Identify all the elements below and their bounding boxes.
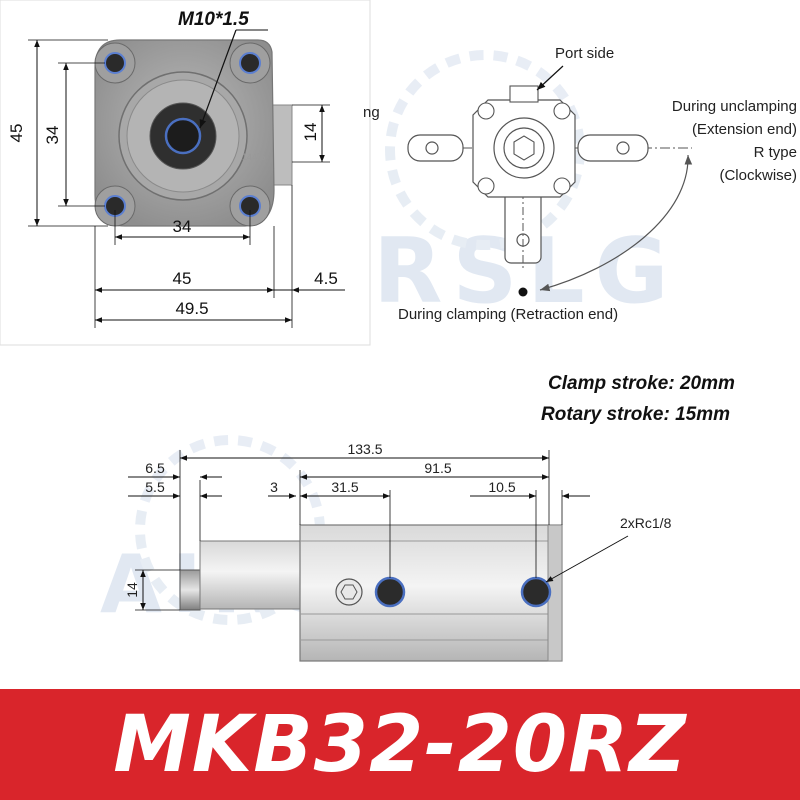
clamp-lug-br <box>553 177 571 195</box>
dim-45-horizontal: 45 <box>173 269 192 288</box>
front-view: 144% M10*1.5 45 34 14 34 45 4.5 49.5 <box>0 0 371 346</box>
dim-49-5: 49.5 <box>175 299 208 318</box>
arm-hole-right <box>616 141 630 155</box>
dim-34-horizontal: 34 <box>173 217 192 236</box>
port-label: 2xRc1/8 <box>620 515 672 531</box>
thread-leader <box>199 29 237 129</box>
clockwise-label: (Clockwise) <box>719 167 797 184</box>
dim-31-5: 31.5 <box>331 479 358 495</box>
bolt-hole-top-left <box>104 52 126 74</box>
port-side-arrow <box>536 65 564 91</box>
model-name: MKB32-20RZ <box>113 699 687 790</box>
dim-10-5: 10.5 <box>488 479 515 495</box>
clamp-hex <box>513 135 535 161</box>
rod-cover <box>199 540 301 610</box>
clamping-point <box>518 287 528 297</box>
dim-45-vertical: 45 <box>7 124 26 143</box>
model-banner <box>0 689 800 800</box>
dim-5-5: 5.5 <box>145 479 165 495</box>
during-unclamping-label: During unclamping <box>672 98 797 115</box>
clamp-port <box>509 85 539 103</box>
rod-tip <box>179 569 201 611</box>
clamp-stroke: Clamp stroke: 20mm <box>548 373 735 394</box>
side-view: 133.5 91.5 6.5 5.5 3 31.5 10.5 14 2xRc1/… <box>124 441 672 662</box>
hex-socket <box>335 578 363 606</box>
dim-133-5: 133.5 <box>347 441 382 457</box>
dim-3: 3 <box>270 479 278 495</box>
bolt-hole-top-right <box>239 52 261 74</box>
rotation-arc <box>539 154 693 292</box>
arm-right <box>577 134 649 162</box>
hex-socket-inner <box>340 584 358 600</box>
rotary-stroke: Rotary stroke: 15mm <box>541 404 730 425</box>
threaded-hole <box>164 117 202 155</box>
dim-14-vertical: 14 <box>301 123 320 142</box>
arm-hole-left <box>425 141 439 155</box>
cut-label: ng <box>363 104 380 121</box>
port-right <box>520 576 552 608</box>
port-leader <box>545 535 629 583</box>
dim-91-5: 91.5 <box>424 460 451 476</box>
during-clamping-label: During clamping (Retraction end) <box>398 306 618 323</box>
faint-stamp: 144% <box>242 152 265 162</box>
clamp-lug-tl <box>477 102 495 120</box>
clamp-lug-bl <box>477 177 495 195</box>
dim-34-vertical: 34 <box>43 126 62 145</box>
dim-6-5: 6.5 <box>145 460 165 476</box>
extension-end-label: (Extension end) <box>692 121 797 138</box>
clamp-diagram: ng Port side During unclamping (Extensio… <box>363 45 797 323</box>
r-type-label: R type <box>754 144 797 161</box>
dim-14-side: 14 <box>124 582 140 598</box>
dim-4-5: 4.5 <box>314 269 338 288</box>
thread-label: M10*1.5 <box>178 9 249 30</box>
port-left <box>374 576 406 608</box>
specs: Clamp stroke: 20mm Rotary stroke: 15mm <box>541 373 735 425</box>
clamp-lug-tr <box>553 102 571 120</box>
port-side-label: Port side <box>555 45 614 62</box>
